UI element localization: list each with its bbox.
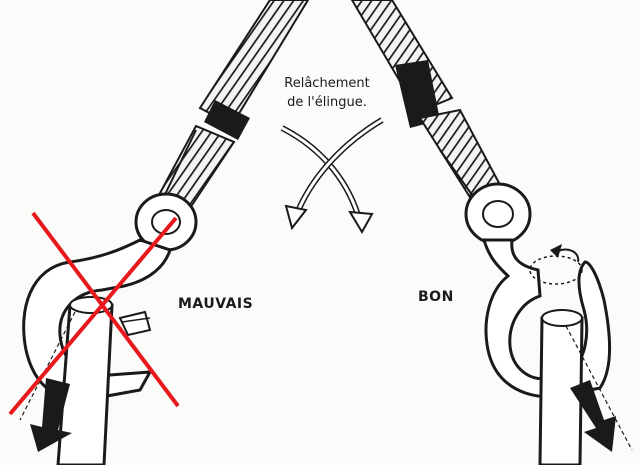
slack-caption: Relâchement de l'élingue. [262,74,392,112]
bad-label: MAUVAIS [178,296,253,312]
good-label: BON [418,289,454,305]
caption-line-1: Relâchement [262,74,392,93]
slack-arrows-icon [282,120,382,232]
right-hook-eye [466,184,530,244]
caption-line-2: de l'élingue. [262,93,392,112]
